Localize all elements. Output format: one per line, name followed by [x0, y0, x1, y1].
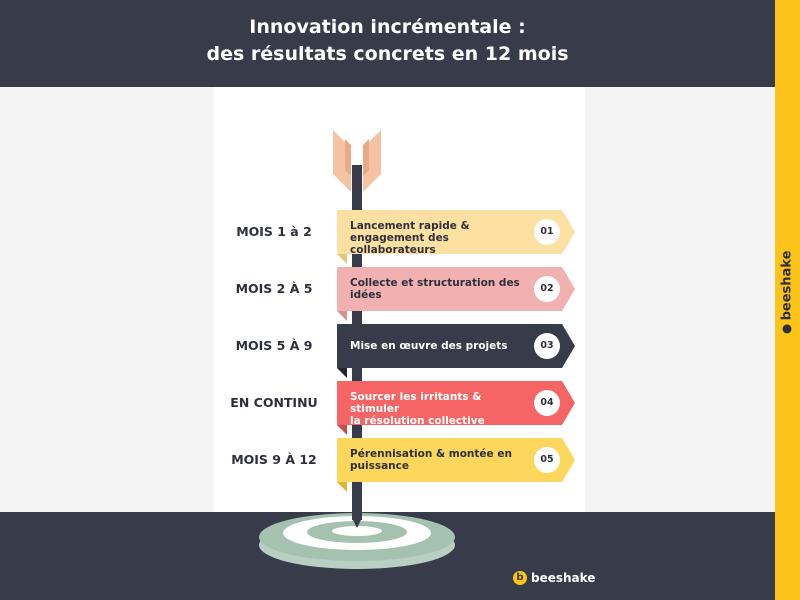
- step-number-4: 04: [540, 397, 554, 408]
- sign-banner-3: [337, 324, 575, 368]
- arrow-tip: [352, 518, 362, 528]
- sign-number-badge-2: [534, 276, 560, 302]
- sign-number-badge-1: [534, 219, 560, 245]
- step-period-2: MOIS 2 À 5: [235, 281, 313, 296]
- sign-number-badge-5: [534, 447, 560, 473]
- step-sign-3: [337, 324, 575, 378]
- step-description-5-line-1: Pérennisation & montée en: [350, 448, 512, 460]
- step-period-5: MOIS 9 À 12: [231, 452, 317, 467]
- sign-banner-2: [337, 267, 575, 311]
- step-description-2: Collecte et structuration des idées: [350, 277, 528, 301]
- brand-side-strip: [775, 0, 800, 600]
- sign-fold-5: [337, 482, 347, 492]
- target-center: [332, 526, 382, 536]
- target-icon: [259, 513, 455, 569]
- sign-number-badge-3: [534, 333, 560, 359]
- sign-fold-3: [337, 368, 347, 378]
- page-title: Innovation incrémentale : des résultats …: [0, 14, 775, 68]
- step-description-5-line-2: puissance: [350, 460, 409, 472]
- arrow-feathers-icon: [333, 130, 381, 192]
- step-number-1: 01: [540, 226, 554, 237]
- step-description-1: Lancement rapide & engagement des collab…: [350, 220, 528, 256]
- title-line-2: des résultats concrets en 12 mois: [206, 43, 569, 65]
- step-period-4: EN CONTINU: [230, 395, 318, 410]
- step-description-5: Pérennisation & montée en puissance: [350, 448, 528, 472]
- footer-brand-name: beeshake: [531, 571, 596, 585]
- step-description-2-line-2: idées: [350, 289, 382, 301]
- sign-banner-5: [337, 438, 575, 482]
- step-description-2-line-1: Collecte et structuration des: [350, 277, 520, 289]
- footer-brand-logo: b beeshake: [513, 571, 595, 585]
- step-sign-4: [337, 381, 575, 435]
- step-period-1: MOIS 1 à 2: [236, 224, 312, 239]
- brand-b-icon: b: [513, 571, 527, 585]
- step-description-4-line-1: Sourcer les irritants & stimuler: [350, 391, 482, 415]
- step-sign-1: [337, 210, 575, 264]
- step-number-5: 05: [540, 454, 554, 465]
- step-sign-2: [337, 267, 575, 321]
- step-description-4: Sourcer les irritants & stimuler la réso…: [350, 391, 528, 427]
- feather-left-shade: [345, 139, 351, 176]
- step-number-3: 03: [540, 340, 554, 351]
- feather-right-shade: [363, 139, 369, 176]
- sign-banner-4: [337, 381, 575, 425]
- sign-fold-2: [337, 311, 347, 321]
- step-description-3-line-1: Mise en œuvre des projets: [350, 340, 508, 352]
- step-description-1-line-1: Lancement rapide &: [350, 220, 470, 232]
- step-description-1-line-2: engagement des collaborateurs: [350, 232, 449, 256]
- step-description-3: Mise en œuvre des projets: [350, 340, 528, 352]
- step-number-2: 02: [540, 283, 554, 294]
- title-line-1: Innovation incrémentale :: [249, 16, 526, 38]
- step-sign-5: [337, 438, 575, 492]
- step-period-3: MOIS 5 À 9: [235, 338, 313, 353]
- sign-number-badge-4: [534, 390, 560, 416]
- sign-banner-1: [337, 210, 575, 254]
- sign-fold-4: [337, 425, 347, 435]
- header-band: [0, 0, 775, 87]
- sign-fold-1: [337, 254, 347, 264]
- step-description-4-line-2: la résolution collective: [350, 415, 485, 427]
